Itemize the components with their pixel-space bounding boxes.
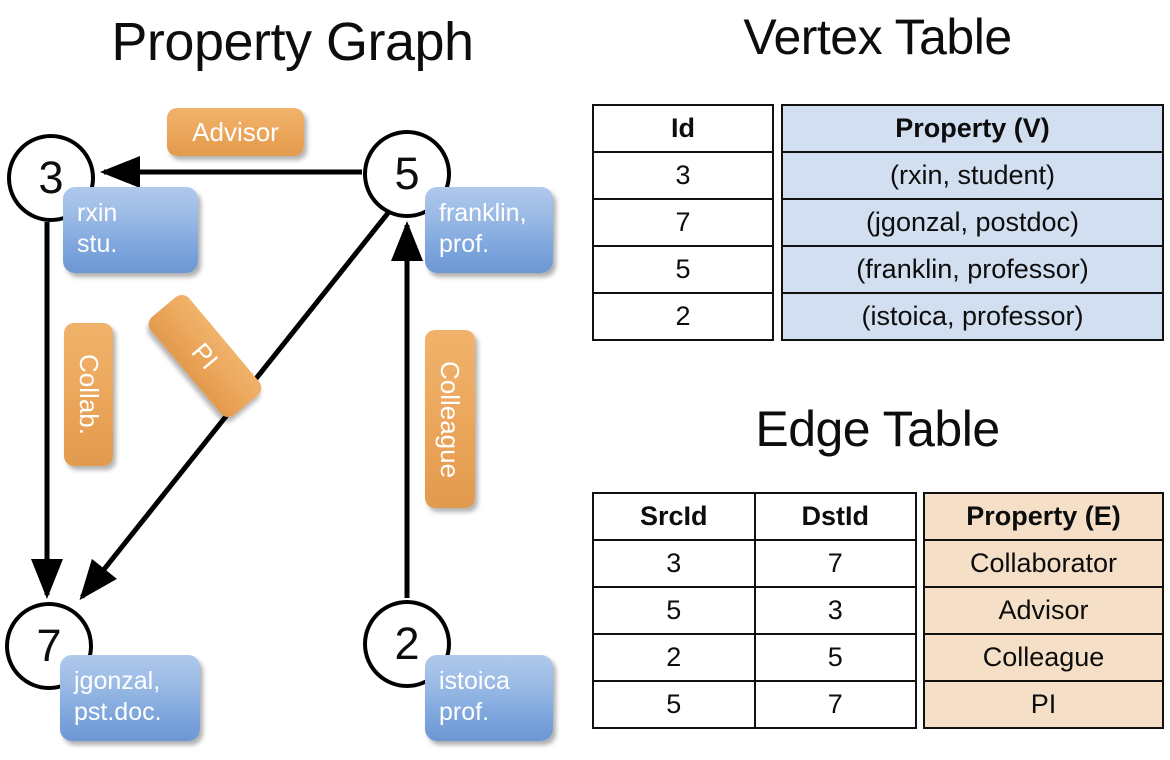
table-header-row: Property (V) xyxy=(781,104,1164,153)
page-title-property-graph: Property Graph xyxy=(111,12,474,72)
graph-node-5[interactable]: 5 xyxy=(363,130,451,218)
table-row[interactable]: (franklin, professor) xyxy=(781,245,1164,294)
table-row[interactable]: 5 3 xyxy=(592,586,917,635)
vertex-cell-property: (istoica, professor) xyxy=(781,292,1164,341)
edge-cell-dstid: 7 xyxy=(753,680,917,729)
edge-label-advisor-text: Advisor xyxy=(192,116,279,147)
edge-table-property-column: Property (E) Collaborator Advisor Collea… xyxy=(923,492,1164,729)
table-row[interactable]: (jgonzal, postdoc) xyxy=(781,198,1164,247)
edge-label-pi-text: PI xyxy=(185,336,225,375)
table-row[interactable]: 5 7 xyxy=(592,680,917,729)
edge-label-colleague[interactable]: Colleague xyxy=(425,330,475,508)
edge-cell-dstid: 3 xyxy=(753,586,917,635)
vertex-cell-property: (rxin, student) xyxy=(781,151,1164,200)
edge-cell-dstid: 7 xyxy=(753,539,917,588)
edge-label-pi[interactable]: PI xyxy=(144,290,266,422)
node-property-box-7[interactable]: jgonzal, pst.doc. xyxy=(60,655,200,741)
page-title-edge-table: Edge Table xyxy=(755,401,1000,457)
edge-cell-srcid: 3 xyxy=(592,539,756,588)
edge-label-colleague-text: Colleague xyxy=(435,360,466,478)
vertex-cell-id: 2 xyxy=(592,292,774,341)
edge-cell-property: Collaborator xyxy=(923,539,1164,588)
vertex-header-id: Id xyxy=(592,104,774,153)
vertex-cell-id: 5 xyxy=(592,245,774,294)
edge-label-advisor[interactable]: Advisor xyxy=(167,108,304,156)
edge-cell-property: PI xyxy=(923,680,1164,729)
page-title-vertex-table: Vertex Table xyxy=(743,9,1012,65)
node-property-box-2[interactable]: istoica prof. xyxy=(425,655,553,741)
table-row[interactable]: 2 xyxy=(592,292,774,341)
table-row[interactable]: Colleague xyxy=(923,633,1164,682)
edge-header-property: Property (E) xyxy=(923,492,1164,541)
table-row[interactable]: (istoica, professor) xyxy=(781,292,1164,341)
vertex-header-property: Property (V) xyxy=(781,104,1164,153)
vertex-cell-id: 7 xyxy=(592,198,774,247)
edge-cell-property: Advisor xyxy=(923,586,1164,635)
edge-label-collab-text: Collab. xyxy=(74,354,104,435)
edge-label-collab[interactable]: Collab. xyxy=(64,323,113,466)
vertex-cell-id: 3 xyxy=(592,151,774,200)
table-row[interactable]: 7 xyxy=(592,198,774,247)
table-row[interactable]: 3 xyxy=(592,151,774,200)
edge-cell-srcid: 5 xyxy=(592,680,756,729)
table-header-row: Property (E) xyxy=(923,492,1164,541)
table-header-row: Id xyxy=(592,104,774,153)
table-row[interactable]: 2 5 xyxy=(592,633,917,682)
table-row[interactable]: 3 7 xyxy=(592,539,917,588)
property-graph-diagram: Advisor Collab. PI Colleague 3 5 7 2 rxi… xyxy=(5,108,553,741)
vertex-cell-property: (jgonzal, postdoc) xyxy=(781,198,1164,247)
vertex-table-id-column: Id 3 7 5 2 xyxy=(592,104,774,341)
edge-header-srcid: SrcId xyxy=(592,492,756,541)
edge-cell-property: Colleague xyxy=(923,633,1164,682)
graph-node-2[interactable]: 2 xyxy=(363,600,451,688)
edge-cell-dstid: 5 xyxy=(753,633,917,682)
table-row[interactable]: Advisor xyxy=(923,586,1164,635)
table-header-row: SrcId DstId xyxy=(592,492,917,541)
node-property-box-3[interactable]: rxin stu. xyxy=(63,187,198,273)
edge-header-dstid: DstId xyxy=(753,492,917,541)
table-row[interactable]: Collaborator xyxy=(923,539,1164,588)
table-row[interactable]: (rxin, student) xyxy=(781,151,1164,200)
vertex-table-property-column: Property (V) (rxin, student) (jgonzal, p… xyxy=(781,104,1164,341)
table-row[interactable]: PI xyxy=(923,680,1164,729)
table-row[interactable]: 5 xyxy=(592,245,774,294)
edge-cell-srcid: 2 xyxy=(592,633,756,682)
vertex-cell-property: (franklin, professor) xyxy=(781,245,1164,294)
edge-cell-srcid: 5 xyxy=(592,586,756,635)
node-property-box-5[interactable]: franklin, prof. xyxy=(425,187,553,273)
edge-table-id-columns: SrcId DstId 3 7 5 3 2 5 5 7 xyxy=(592,492,917,729)
